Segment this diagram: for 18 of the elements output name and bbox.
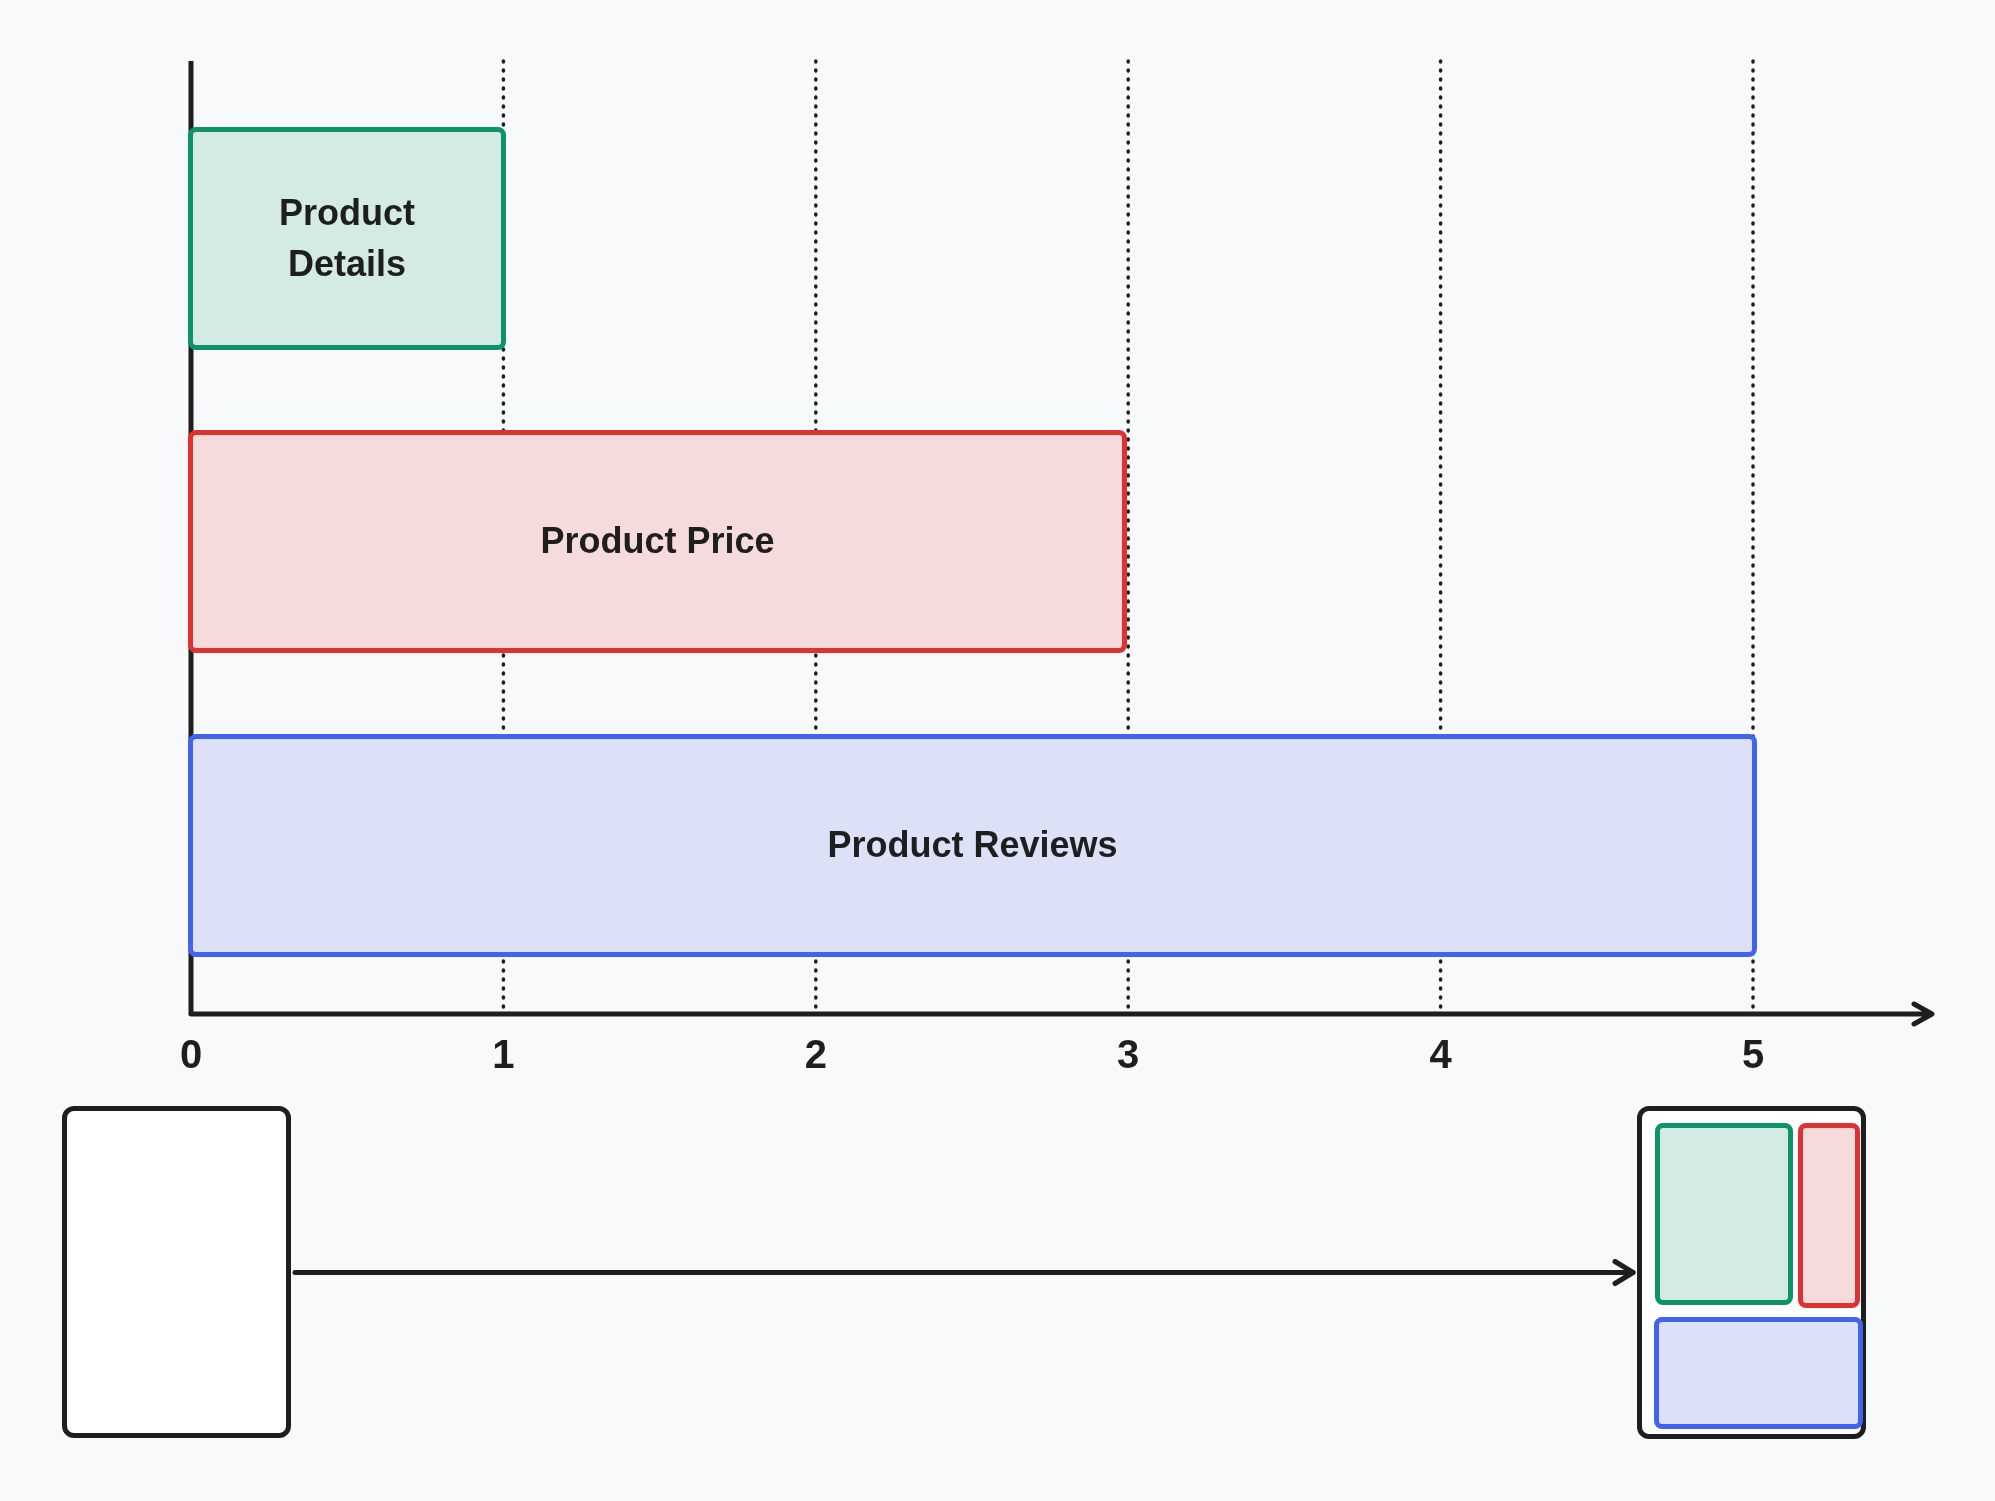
layout-block <box>1655 1123 1793 1305</box>
page-layout <box>1637 1106 1866 1439</box>
tick-label: 1 <box>491 1034 516 1074</box>
empty-page <box>62 1106 291 1438</box>
tick-label: 0 <box>178 1034 204 1074</box>
bar-label: Product Price <box>539 519 776 564</box>
tick-label: 2 <box>803 1034 828 1074</box>
bar-label: Product Reviews <box>826 823 1119 868</box>
bar <box>188 430 1127 653</box>
bar <box>188 734 1757 957</box>
tick-label: 4 <box>1428 1034 1453 1074</box>
bar <box>188 127 506 350</box>
bar-label: Product Details <box>278 191 416 286</box>
tick-label: 5 <box>1740 1034 1766 1074</box>
arrow <box>292 1259 1636 1286</box>
tick-label: 3 <box>1116 1034 1141 1074</box>
layout-block <box>1654 1317 1863 1429</box>
layout-block <box>1798 1123 1860 1308</box>
